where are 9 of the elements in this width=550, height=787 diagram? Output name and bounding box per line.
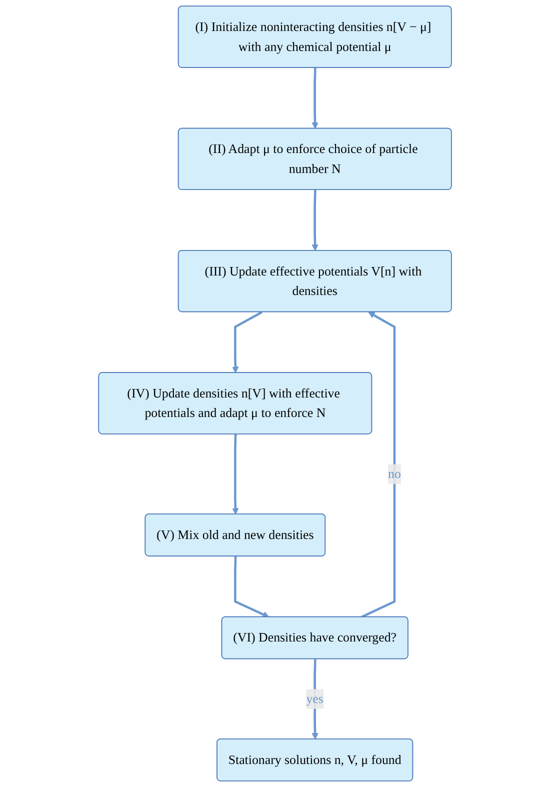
edge-label: no: [388, 466, 401, 481]
arrow: [312, 68, 318, 129]
edge-label: yes: [306, 691, 324, 706]
arrow: [312, 190, 318, 251]
arrow: [361, 312, 396, 618]
arrow: [232, 434, 239, 515]
arrow: [234, 556, 270, 618]
arrow: [232, 311, 262, 374]
arrow: [312, 659, 318, 740]
